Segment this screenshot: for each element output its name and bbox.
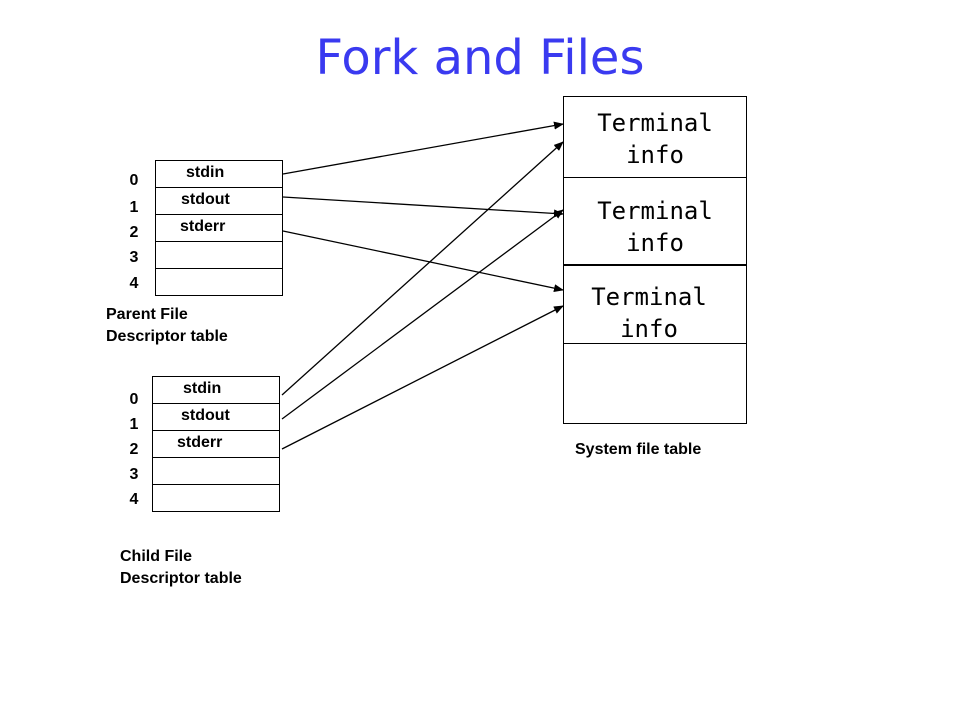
- arrow-parent-stderr: [282, 230, 564, 293]
- child-caption: Child File Descriptor table: [120, 548, 242, 587]
- child-index-1: 1: [129, 416, 139, 433]
- child-row-1: stdout: [153, 404, 279, 431]
- system-table-caption: System file table: [575, 441, 702, 458]
- page-title: Fork and Files: [315, 30, 645, 86]
- child-index-0: 0: [129, 391, 139, 408]
- system-file-table: Terminal info Terminal info Terminal inf…: [563, 96, 747, 424]
- system-entry-1: Terminal info: [597, 197, 713, 257]
- arrow-child-stdin: [281, 141, 564, 396]
- system-entry-2: Terminal info: [591, 283, 707, 343]
- child-fd-rows: stdin stdout stderr: [152, 376, 280, 512]
- child-index-2: 2: [129, 441, 139, 458]
- parent-entry-stdout: stdout: [181, 191, 230, 208]
- child-row-2: stderr: [153, 431, 279, 458]
- arrow-child-stderr: [281, 305, 564, 450]
- parent-fd-rows: stdin stdout stderr: [155, 160, 283, 296]
- parent-index-0: 0: [129, 172, 139, 189]
- arrow-parent-stdout: [282, 196, 564, 218]
- child-entry-stderr: stderr: [177, 434, 223, 451]
- parent-index-4: 4: [129, 275, 139, 292]
- child-row-3: [153, 458, 279, 485]
- system-divider-1: [564, 177, 746, 178]
- system-divider-2: [564, 264, 746, 266]
- parent-row-4: [156, 269, 282, 296]
- parent-row-0: stdin: [156, 161, 282, 188]
- parent-row-1: stdout: [156, 188, 282, 215]
- system-entry-0: Terminal info: [597, 109, 713, 169]
- arrow-parent-stdin: [282, 121, 564, 175]
- parent-index-2: 2: [129, 224, 139, 241]
- child-index-4: 4: [129, 491, 139, 508]
- child-entry-stdin: stdin: [183, 380, 222, 397]
- arrow-child-stdout: [281, 209, 564, 420]
- parent-caption: Parent File Descriptor table: [106, 306, 228, 345]
- parent-index-1: 1: [129, 199, 139, 216]
- system-divider-3: [564, 343, 746, 344]
- child-row-4: [153, 485, 279, 512]
- parent-row-3: [156, 242, 282, 269]
- parent-row-2: stderr: [156, 215, 282, 242]
- child-row-0: stdin: [153, 377, 279, 404]
- child-index-3: 3: [129, 466, 139, 483]
- parent-index-3: 3: [129, 249, 139, 266]
- parent-entry-stderr: stderr: [180, 218, 226, 235]
- parent-entry-stdin: stdin: [186, 164, 225, 181]
- child-entry-stdout: stdout: [181, 407, 230, 424]
